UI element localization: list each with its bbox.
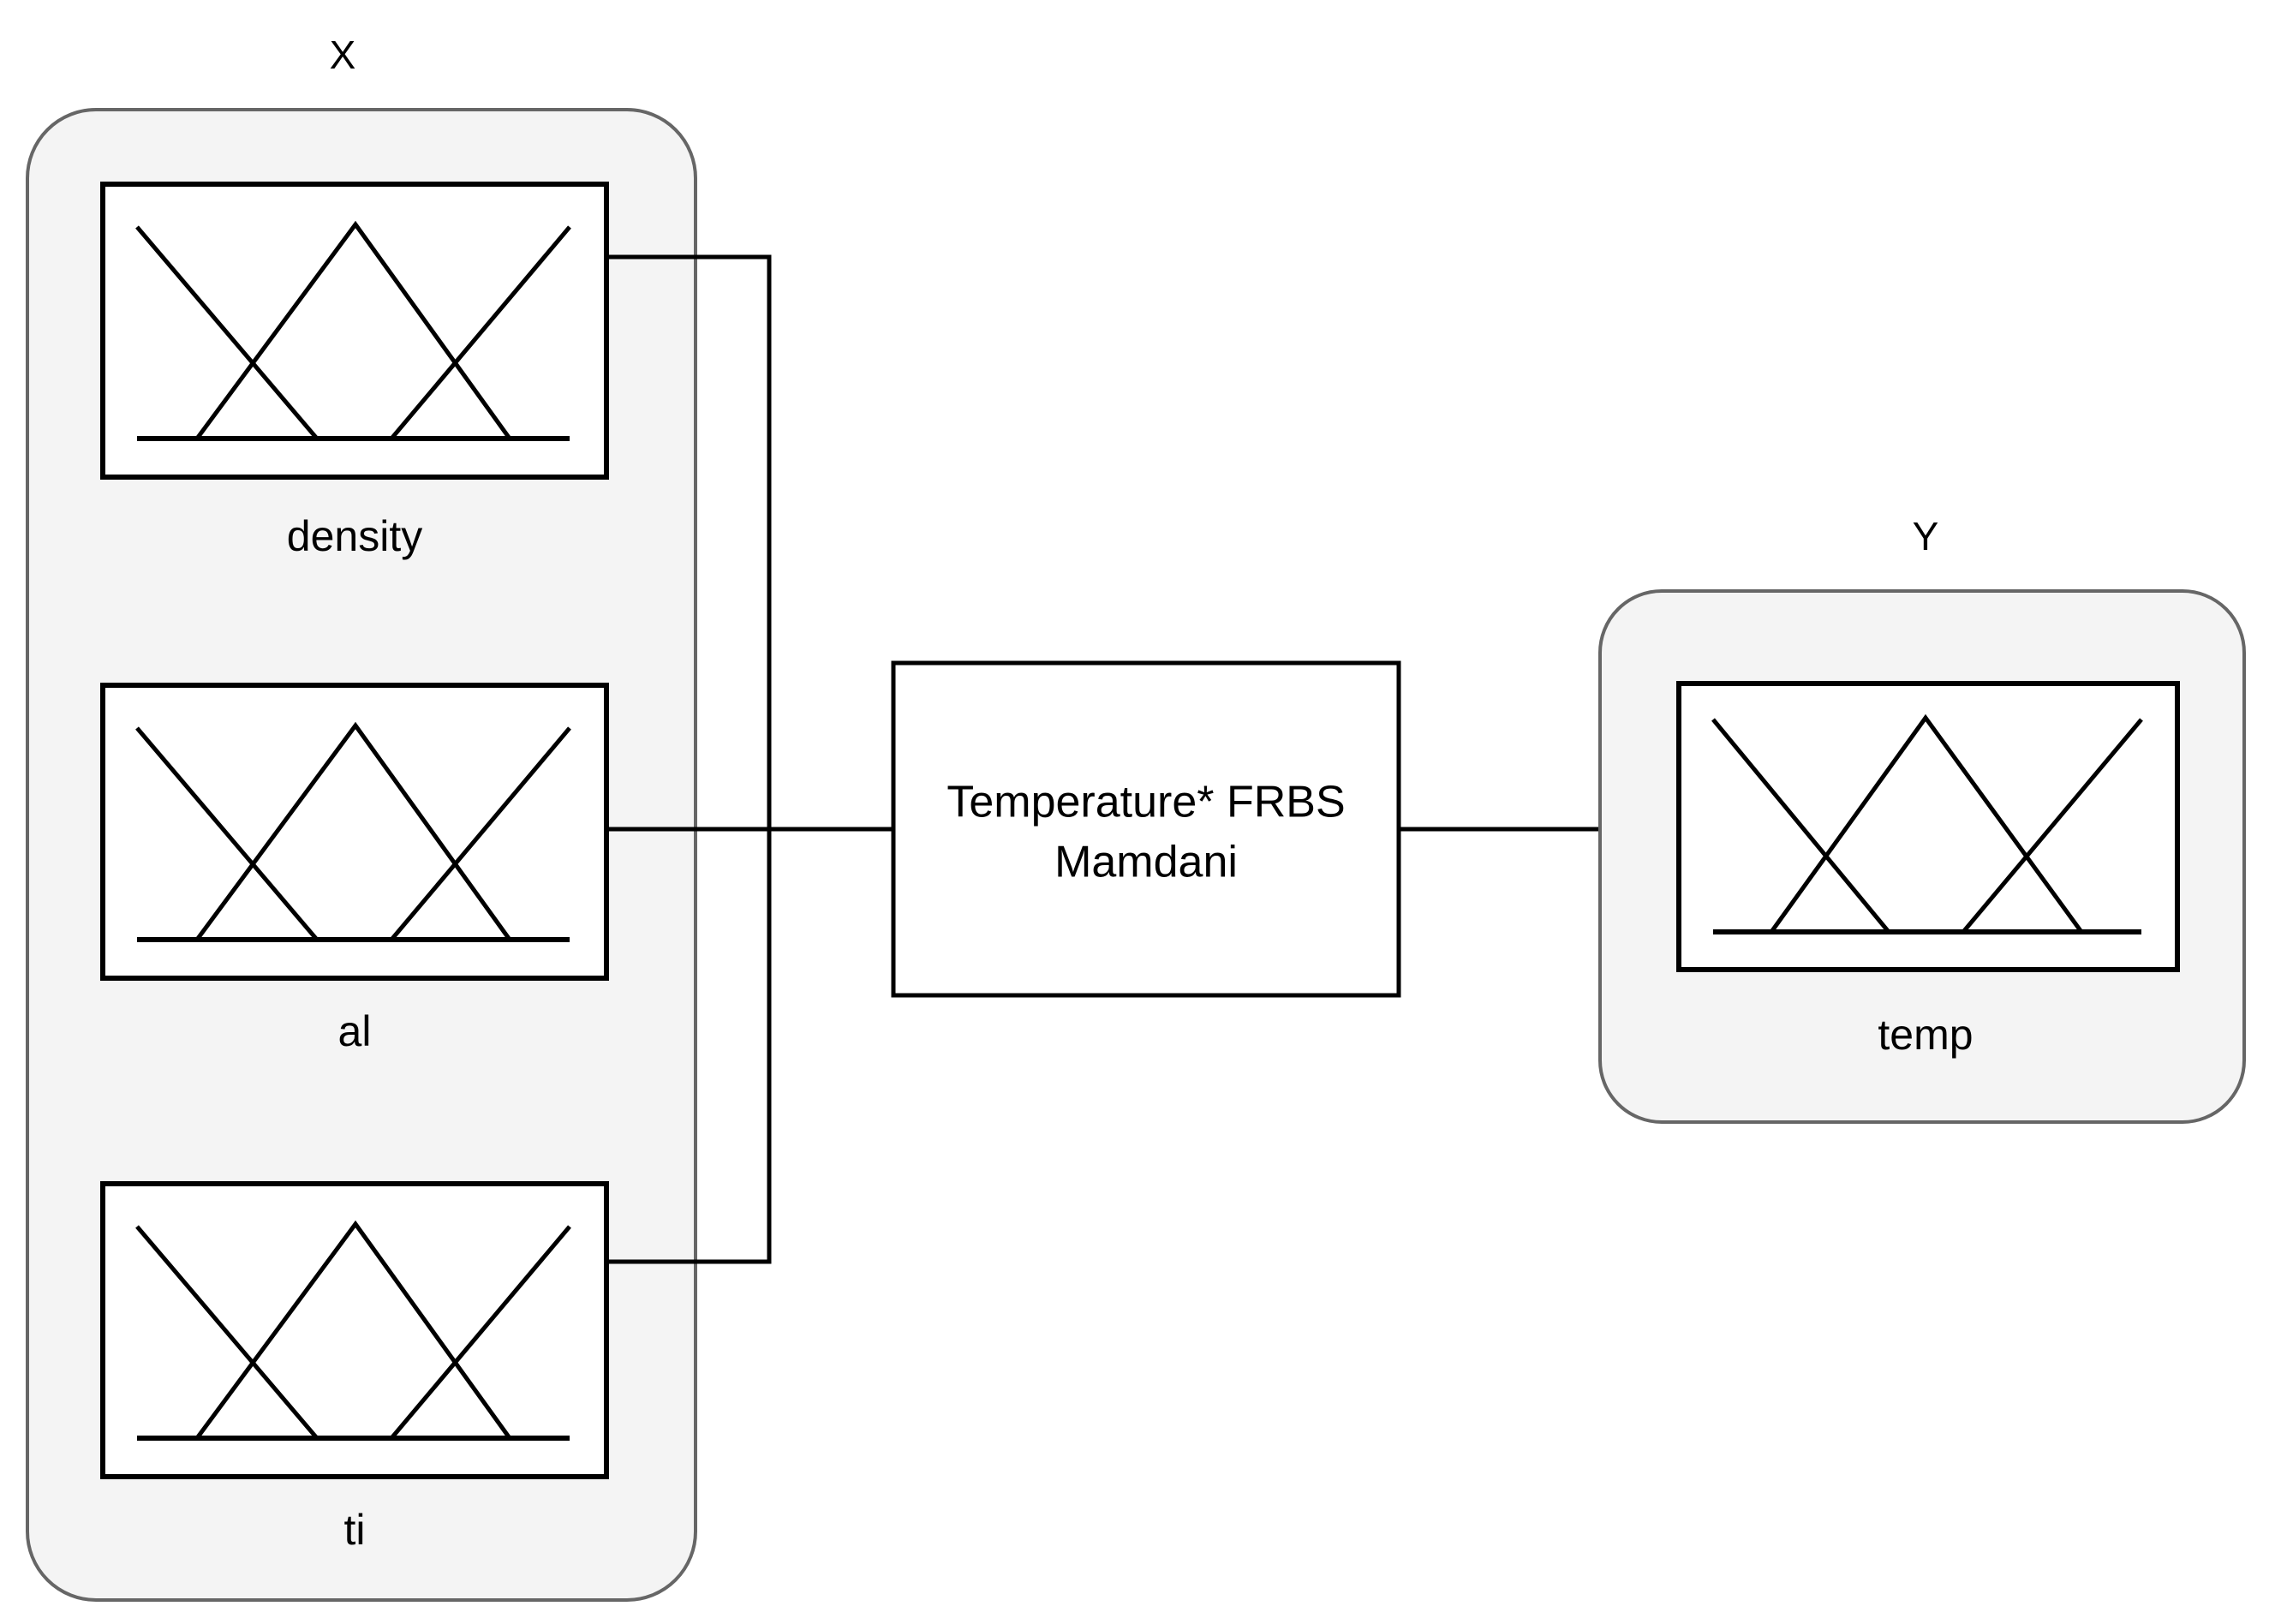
ti-plot-box[interactable] — [100, 1181, 609, 1479]
temp-label: temp — [1878, 1011, 1973, 1059]
input-group-label: X — [330, 33, 356, 77]
al-mf-plot — [135, 721, 571, 942]
al-plot-box[interactable] — [100, 683, 609, 981]
temp-plot-box[interactable] — [1676, 681, 2180, 972]
edge-density-to-node — [606, 254, 772, 829]
process-node-line2: Mamdani — [1054, 838, 1238, 887]
ti-label: ti — [344, 1506, 366, 1554]
edge-ti-to-node — [606, 829, 772, 1264]
density-mf-plot — [135, 220, 571, 441]
process-node-line1: Temperature* FRBS — [946, 778, 1345, 827]
ti-mf-plot — [135, 1220, 571, 1441]
density-label: density — [287, 512, 422, 560]
density-plot-box[interactable] — [100, 182, 609, 480]
al-label: al — [338, 1007, 372, 1055]
output-group-label: Y — [1913, 514, 1939, 558]
process-node-box[interactable] — [891, 660, 1401, 998]
temp-mf-plot — [1711, 713, 2143, 934]
